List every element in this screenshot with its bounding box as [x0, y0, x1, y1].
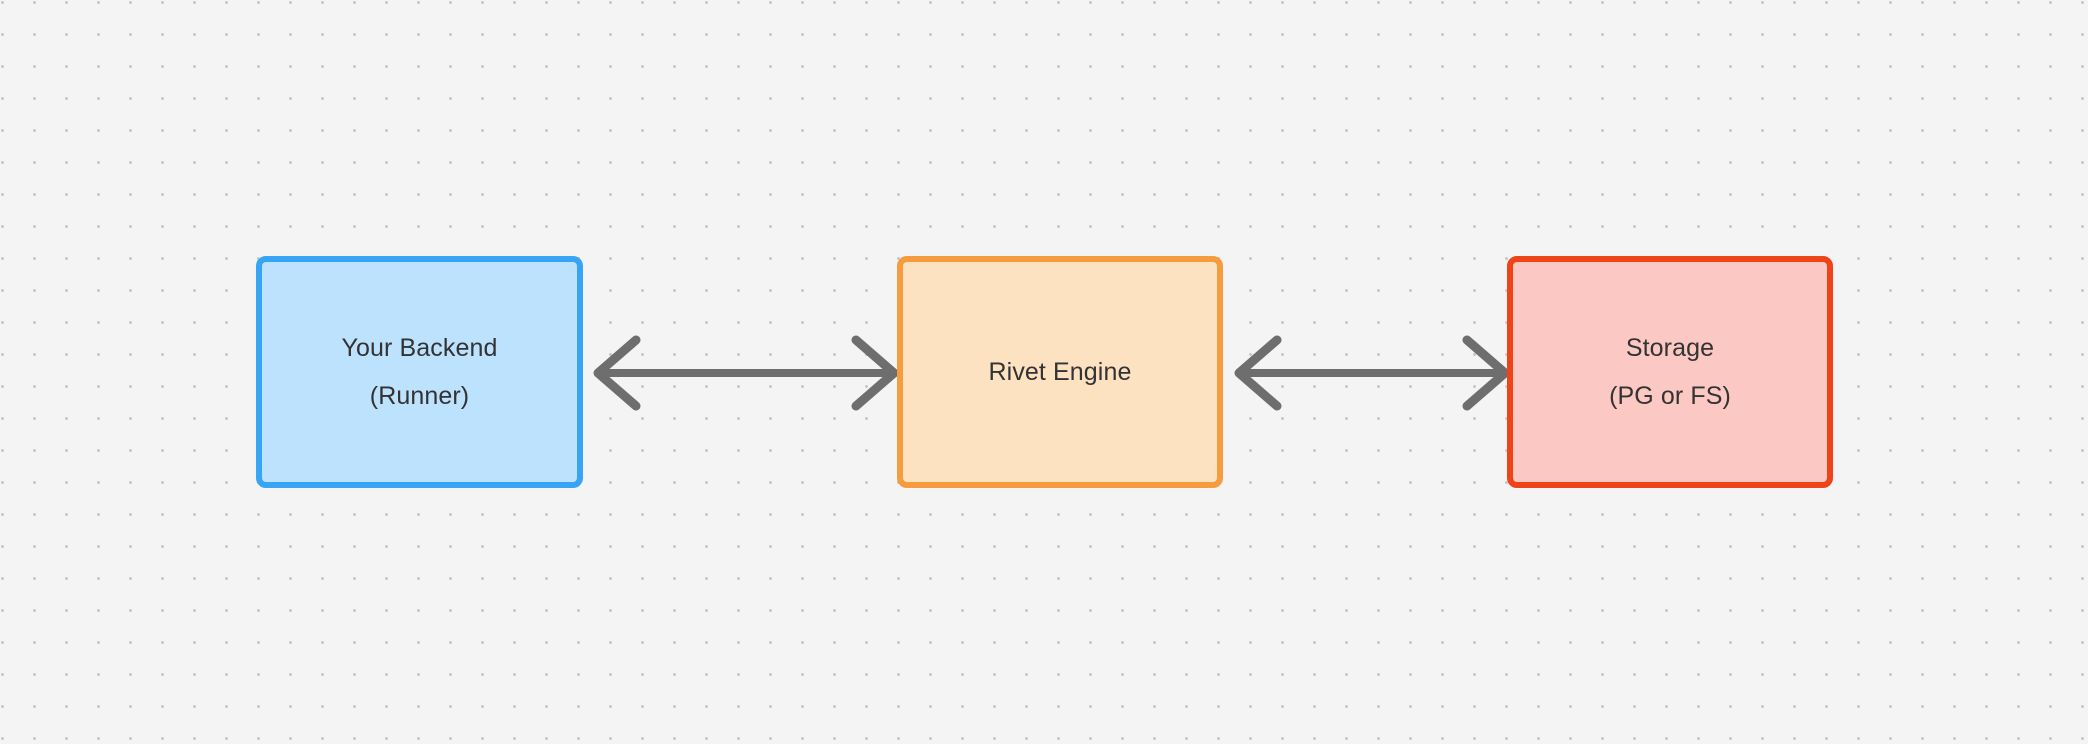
node-storage-label: Storage (PG or FS): [1609, 334, 1731, 410]
node-rivet-engine[interactable]: Rivet Engine: [897, 256, 1223, 488]
double-arrow-icon: [1234, 335, 1510, 411]
edge-engine-to-storage[interactable]: [1231, 330, 1513, 416]
node-your-backend[interactable]: Your Backend (Runner): [256, 256, 583, 488]
node-your-backend-label: Your Backend (Runner): [341, 334, 498, 410]
edge-backend-to-engine[interactable]: [590, 330, 902, 416]
double-arrow-icon: [593, 335, 899, 411]
node-rivet-engine-label: Rivet Engine: [988, 358, 1132, 386]
node-storage[interactable]: Storage (PG or FS): [1507, 256, 1833, 488]
